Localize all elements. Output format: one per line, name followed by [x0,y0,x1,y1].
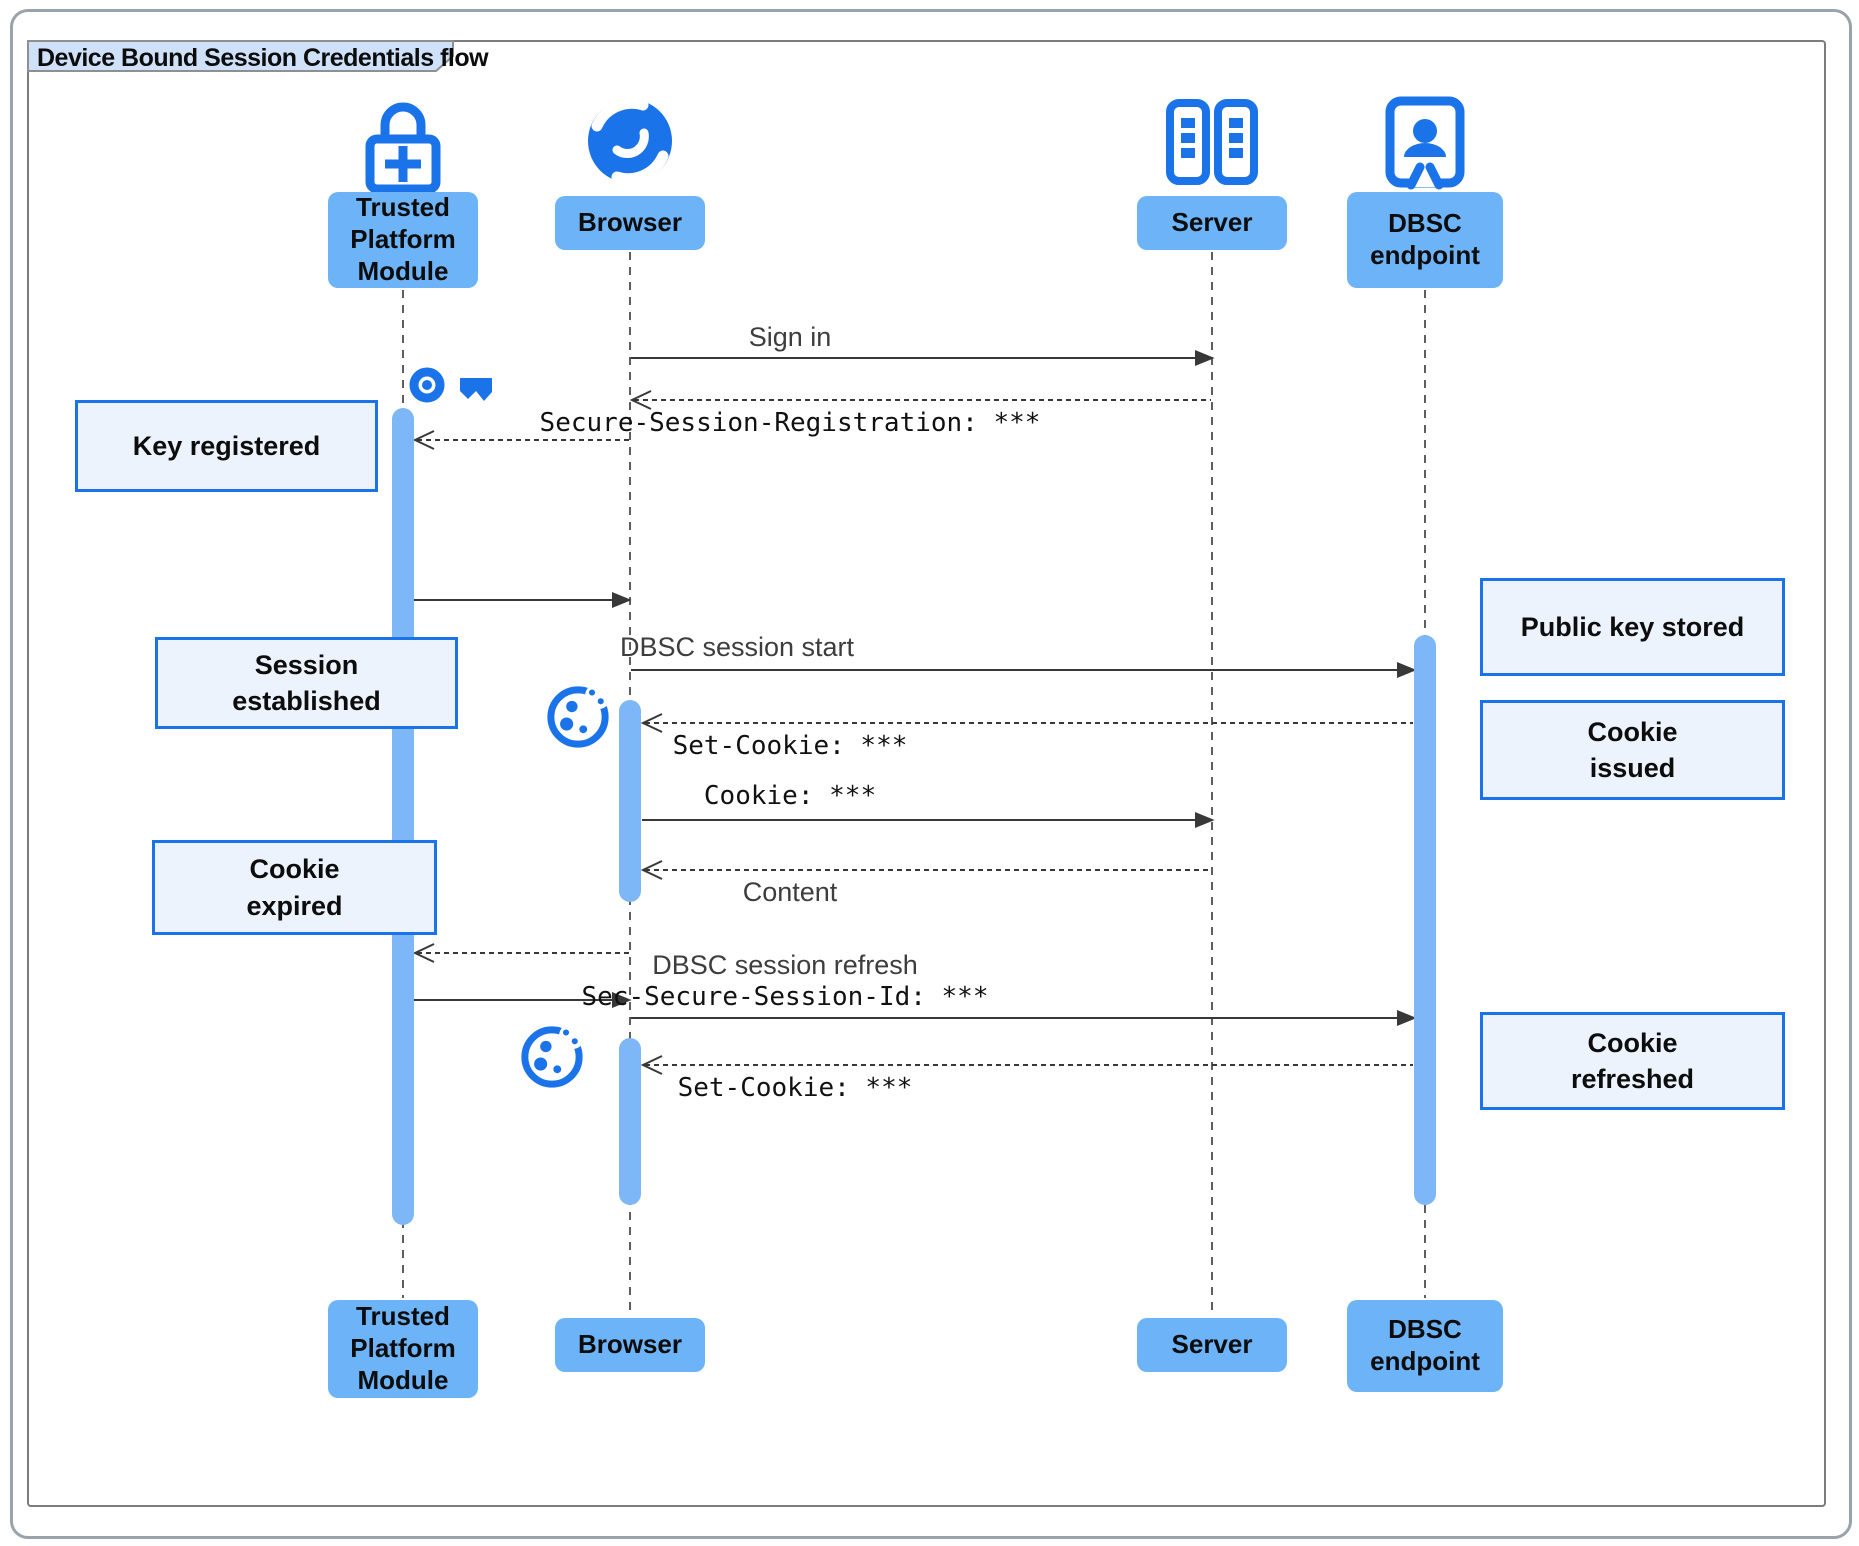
actor-label-dbsc-bottom: DBSC endpoint [1347,1300,1503,1392]
actor-label-browser-top: Browser [555,196,705,250]
message-sec-secure-session-id: Sec-Secure-Session-Id: *** [581,982,989,1012]
activation-bar-browser-2 [619,1038,641,1205]
note-public-key-stored: Public key stored [1480,578,1785,676]
actor-label-server-top: Server [1137,196,1287,250]
message-sign-in: Sign in [748,322,832,352]
message-secure-session-registration: Secure-Session-Registration: *** [539,408,1041,438]
actor-label-dbsc-top: DBSC endpoint [1347,192,1503,288]
actor-label-server-bottom: Server [1137,1318,1287,1372]
message-dbsc-session-refresh: DBSC session refresh [652,950,918,980]
note-cookie-refreshed: Cookie refreshed [1480,1012,1785,1110]
message-dbsc-session-start: DBSC session start [619,632,855,662]
message-content: Content [742,877,838,907]
activation-bar-dbsc [1414,635,1436,1205]
diagram-title: Device Bound Session Credentials flow [37,44,489,72]
screenshot-border [10,9,1852,1539]
actor-label-browser-bottom: Browser [555,1318,705,1372]
diagram-frame [27,40,1826,1507]
actor-label-tpm-top: Trusted Platform Module [328,192,478,288]
message-set-cookie-2: Set-Cookie: *** [677,1073,913,1103]
note-session-established: Session established [155,637,458,729]
actor-label-tpm-bottom: Trusted Platform Module [328,1300,478,1398]
activation-bar-browser-1 [619,700,641,902]
activation-bar-tpm [392,408,414,1225]
note-cookie-issued: Cookie issued [1480,700,1785,800]
note-key-registered: Key registered [75,400,378,492]
message-set-cookie-1: Set-Cookie: *** [672,731,908,761]
message-cookie: Cookie: *** [703,781,877,811]
note-cookie-expired: Cookie expired [152,840,437,935]
